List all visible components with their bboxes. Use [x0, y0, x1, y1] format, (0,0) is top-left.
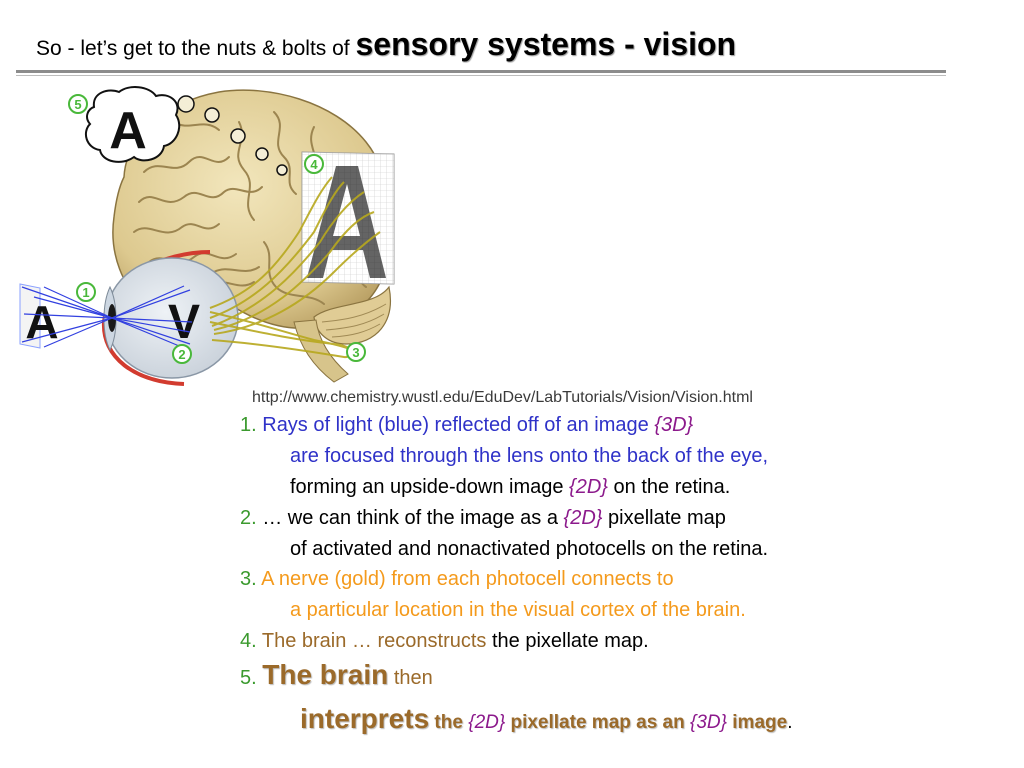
- step-marker-1: 1: [76, 282, 96, 302]
- step-1-line-2: are focused through the lens onto the ba…: [290, 445, 769, 467]
- title-divider: [16, 70, 946, 73]
- retina-letter: V: [168, 296, 200, 349]
- svg-text:2: 2: [178, 347, 185, 362]
- step-marker-3: 3: [346, 342, 366, 362]
- title-lead: So - let’s get to the nuts & bolts of: [36, 37, 356, 60]
- step-marker-5: 5: [68, 94, 88, 114]
- step-3-line-2: a particular location in the visual cort…: [290, 599, 746, 621]
- step-marker-2: 2: [172, 344, 192, 364]
- vision-pathway-illustration: A V A: [19, 86, 395, 386]
- step-1-line-3: forming an upside-down image {2D} on the…: [290, 476, 731, 498]
- light-rays: [21, 285, 193, 349]
- svg-text:5: 5: [74, 97, 81, 112]
- svg-text:3: 3: [352, 345, 359, 360]
- optic-nerve-fibers: [209, 176, 381, 359]
- step-4-line-1: 4. The brain … reconstructs the pixellat…: [240, 630, 649, 652]
- thought-bubble: A: [84, 86, 288, 176]
- source-url: http://www.chemistry.wustl.edu/EduDev/La…: [252, 389, 753, 406]
- slide-title: So - let’s get to the nuts & bolts of se…: [36, 26, 996, 63]
- step-2-line-2: of activated and nonactivated photocells…: [290, 538, 769, 560]
- step-5-line-2: interprets the {2D} pixellate map as an …: [300, 703, 793, 734]
- step-marker-4: 4: [304, 154, 324, 174]
- title-divider-shadow: [16, 75, 946, 76]
- source-image: A: [19, 283, 59, 349]
- step-5-line-1: 5. The brain then: [240, 659, 433, 690]
- step-2-line-1: 2. … we can think of the image as a {2D}…: [240, 507, 726, 529]
- svg-text:4: 4: [310, 157, 318, 172]
- svg-text:1: 1: [82, 285, 89, 300]
- title-emphasis: sensory systems - vision: [355, 26, 737, 62]
- step-3-line-1: 3. A nerve (gold) from each photocell co…: [240, 568, 674, 590]
- step-1-line-1: 1. Rays of light (blue) reflected off of…: [240, 414, 694, 436]
- thought-letter: A: [109, 102, 147, 160]
